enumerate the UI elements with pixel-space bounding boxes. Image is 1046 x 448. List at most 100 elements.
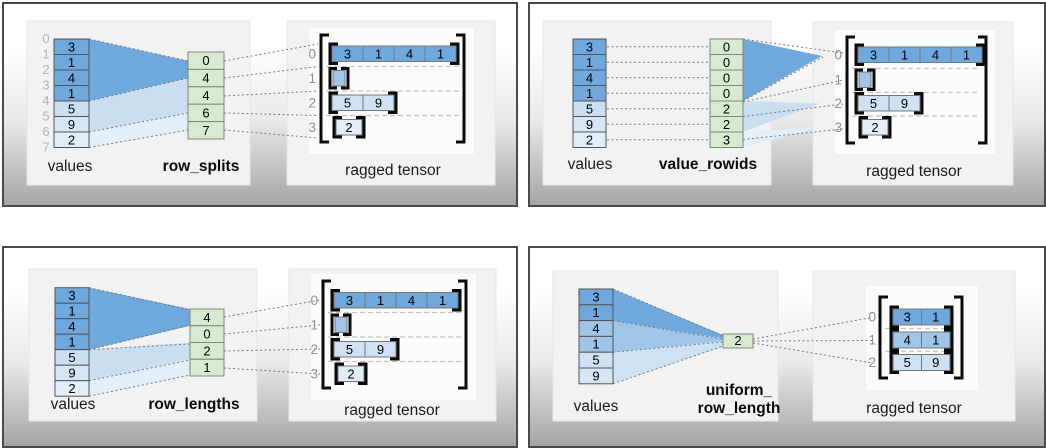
svg-text:0: 0 [202,53,209,68]
svg-text:1: 1 [310,317,318,332]
svg-text:3: 3 [42,78,49,93]
svg-text:4: 4 [68,319,75,334]
ragged-tensor-matrix: 0 1 2 3 3 1 4 1 5 9 2 [834,35,988,145]
svg-text:1: 1 [901,47,908,62]
value-cell [578,367,614,385]
svg-text:0: 0 [723,70,730,85]
svg-text:6: 6 [42,124,49,139]
svg-text:5: 5 [346,342,353,357]
connector-lines [88,287,321,397]
svg-text:1: 1 [437,46,444,61]
svg-text:4: 4 [932,47,939,62]
svg-text:3: 3 [870,47,877,62]
tensor-cell [861,119,889,136]
svg-text:2: 2 [308,95,316,110]
svg-text:4: 4 [202,88,209,103]
svg-text:3: 3 [904,310,911,325]
svg-text:1: 1 [68,334,75,349]
svg-text:1: 1 [377,293,384,308]
row-lengths-column: 4 0 2 1 [189,308,225,377]
fans [89,39,188,148]
svg-text:1: 1 [439,293,446,308]
svg-text:2: 2 [871,120,878,135]
fans [743,39,822,148]
svg-text:1: 1 [932,333,939,348]
svg-text:4: 4 [904,333,911,348]
svg-text:3: 3 [68,288,75,303]
connector-lines [612,288,873,385]
connector-lines [88,38,319,148]
matrix-left-bracket [321,279,331,390]
svg-text:5: 5 [68,350,75,365]
svg-text:5: 5 [68,101,75,116]
panel-value-rowids: 3 1 4 1 5 9 2 0 0 0 0 2 2 3 0 1 2 3 3 1 [528,2,1046,207]
svg-text:7: 7 [42,140,49,155]
tensor-empty-cell [334,316,348,333]
svg-text:1: 1 [42,47,49,62]
svg-text:2: 2 [68,132,75,147]
svg-text:2: 2 [42,62,49,77]
svg-text:3: 3 [586,39,593,54]
svg-text:9: 9 [586,117,593,132]
matrix-right-bracket [456,33,466,144]
svg-text:0: 0 [310,293,318,308]
svg-text:0: 0 [834,47,842,62]
svg-text:5: 5 [592,353,599,368]
values-column: 3 1 4 1 5 9 [578,288,614,385]
row-splits-column: 0 4 4 6 7 [187,51,225,140]
ragged-tensor-label: ragged tensor [345,162,441,179]
svg-text:4: 4 [592,321,599,336]
value-rowids-column: 0 0 0 0 2 2 3 [709,38,744,148]
ragged-tensor-label: ragged tensor [344,402,440,419]
tensor-empty-cell [858,71,872,88]
matrix-left-bracket [878,295,888,380]
split-cell [187,121,225,140]
svg-text:2: 2 [734,333,741,348]
svg-text:4: 4 [406,46,413,61]
svg-text:9: 9 [901,96,908,111]
uniform-row-length-cell: 2 [722,333,754,349]
tensor-cell [950,46,983,63]
length-cell [189,358,225,377]
length-cell [722,333,754,349]
svg-text:9: 9 [375,95,382,110]
svg-text:1: 1 [592,337,599,352]
tensor-cell [424,45,457,62]
method-label-line1: uniform_ [706,382,773,399]
svg-text:0: 0 [868,310,876,325]
method-label: row_splits [163,158,240,175]
svg-text:5: 5 [42,109,49,124]
svg-text:2: 2 [203,343,210,358]
value-cell [54,380,90,397]
svg-text:1: 1 [308,71,316,86]
ragged-tensor-matrix: 0 1 2 3 3 1 4 1 5 9 2 [308,33,466,144]
values-label: values [48,158,93,175]
svg-text:2: 2 [834,96,842,111]
matrix-left-bracket [845,35,855,145]
tensor-cell [921,308,951,326]
tensor-cell [337,365,365,382]
svg-text:2: 2 [347,366,354,381]
panel-uniform-row-length: 3 1 4 1 5 9 2 0 1 2 3 1 4 1 5 9 [528,246,1046,448]
svg-text:2: 2 [868,355,876,370]
tensor-cell [335,119,363,136]
ragged-tensor-label: ragged tensor [866,163,962,180]
svg-text:2: 2 [68,381,75,396]
svg-text:3: 3 [310,366,318,381]
svg-text:6: 6 [202,105,209,120]
svg-text:1: 1 [834,72,842,87]
svg-text:0: 0 [203,327,210,342]
value-cell [53,131,90,148]
tensor-cell [921,331,951,349]
svg-text:3: 3 [308,120,316,135]
panel-row-splits: 0 1 2 3 4 5 6 7 3 1 4 1 5 9 2 0 4 4 6 7 [2,2,518,207]
svg-text:9: 9 [592,368,599,383]
svg-text:3: 3 [68,39,75,54]
method-label: value_rowids [659,156,757,173]
values-column: 3 1 4 1 5 9 2 [572,38,607,148]
svg-text:7: 7 [202,123,209,138]
panel-row-lengths: 3 1 4 1 5 9 2 4 0 2 1 0 1 2 3 3 1 4 1 [2,246,518,448]
ragged-tensor-matrix: 0 1 2 3 1 4 1 5 9 [868,295,964,380]
tensor-cell [888,95,921,112]
svg-text:2: 2 [723,117,730,132]
